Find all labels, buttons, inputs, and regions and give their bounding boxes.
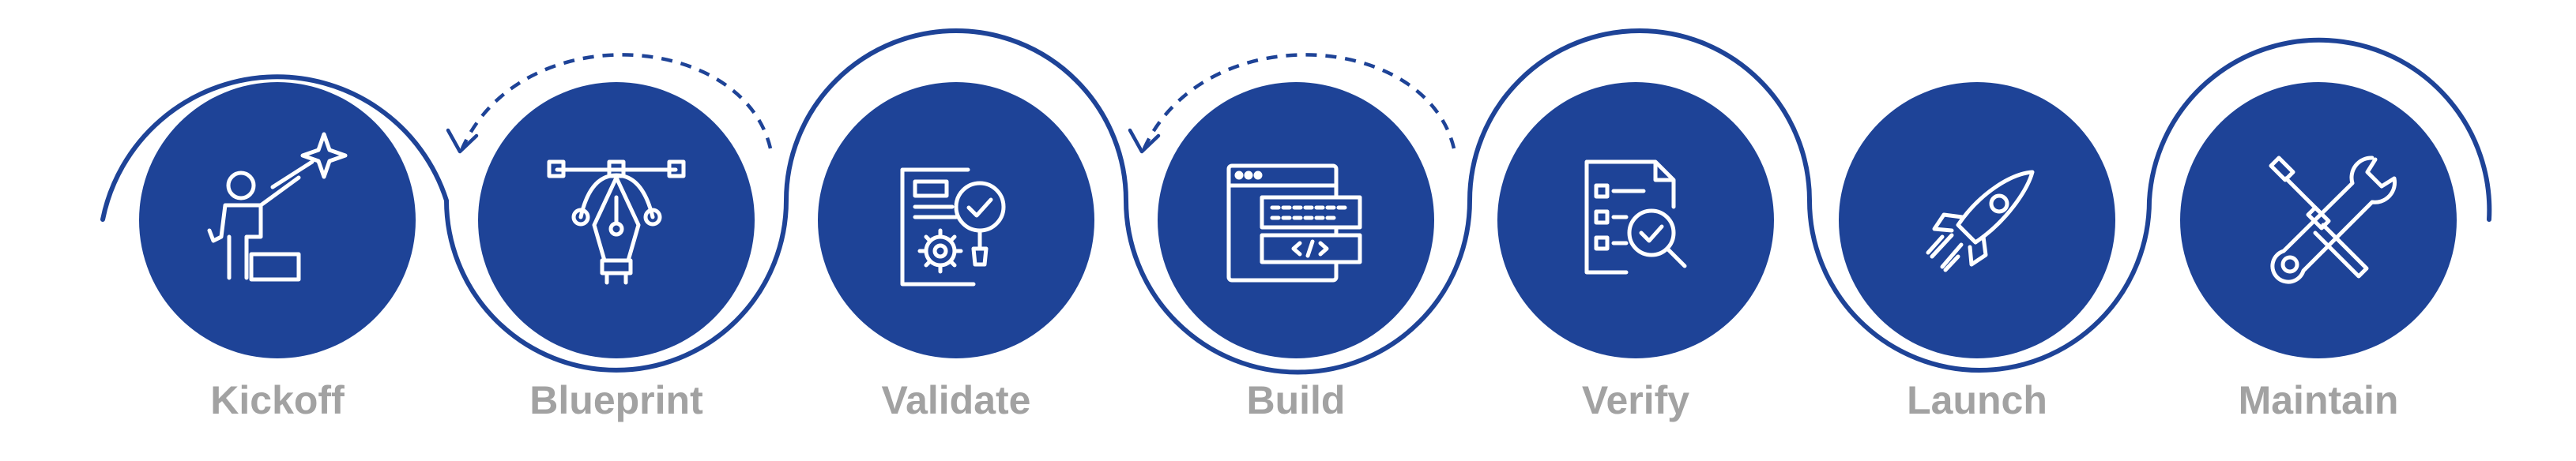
checklist-magnifier-icon <box>1584 159 1687 275</box>
feedback-arrow-head <box>446 128 479 154</box>
step-label-launch: Launch <box>1907 378 2047 422</box>
rocket-icon <box>1926 170 2035 272</box>
step-label-maintain: Maintain <box>2238 378 2399 422</box>
feedback-arrow-head <box>1128 128 1161 154</box>
step-label-build: Build <box>1246 378 1346 422</box>
step-label-verify: Verify <box>1581 378 1690 422</box>
step-circle-validate <box>818 82 1094 358</box>
feedback-arrow-validate-to-blueprint <box>460 53 773 149</box>
wrench-screwdriver-icon <box>2269 156 2397 284</box>
feedback-arrow-verify-to-build <box>1142 53 1456 149</box>
step-label-blueprint: Blueprint <box>529 378 703 422</box>
wavy-connector-line <box>100 28 2492 375</box>
pen-tool-bezier-icon <box>547 159 686 285</box>
step-circle-launch <box>1839 82 2115 358</box>
step-label-validate: Validate <box>881 378 1031 422</box>
code-window-icon <box>1226 163 1362 283</box>
document-gear-magnifier-check-icon <box>900 167 1006 287</box>
step-circle-maintain <box>2180 82 2457 358</box>
step-circle-kickoff <box>139 82 416 358</box>
presenter-pointing-star-icon <box>207 132 348 282</box>
step-label-kickoff: Kickoff <box>210 378 345 422</box>
